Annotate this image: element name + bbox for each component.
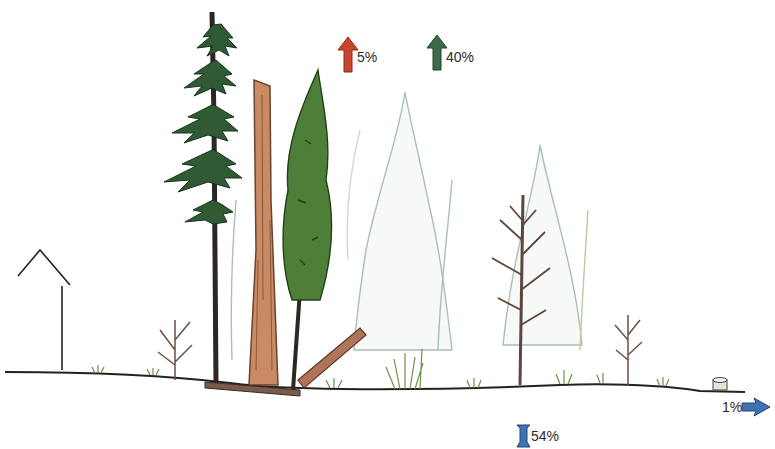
green-up-arrow — [427, 35, 447, 70]
blue-right-arrow — [742, 398, 770, 416]
blue-down-arrow — [517, 425, 530, 447]
dead-snag — [249, 80, 278, 385]
green-conifer — [283, 70, 332, 390]
ground-line — [5, 372, 745, 392]
snag-grain — [256, 95, 272, 370]
grass — [92, 349, 669, 389]
percentage-label: 5% — [357, 49, 377, 65]
ground-log — [205, 382, 300, 396]
bare-tree — [492, 195, 550, 385]
fallen-log — [298, 328, 366, 388]
house-outline — [18, 250, 70, 370]
percentage-label: 54% — [531, 428, 559, 444]
red-up-arrow — [338, 37, 358, 72]
percentage-label: 1% — [722, 399, 742, 415]
tall-conifer — [164, 12, 242, 385]
percentage-label: 40% — [446, 49, 474, 65]
stump — [713, 378, 727, 391]
bare-shrubs — [158, 315, 642, 386]
